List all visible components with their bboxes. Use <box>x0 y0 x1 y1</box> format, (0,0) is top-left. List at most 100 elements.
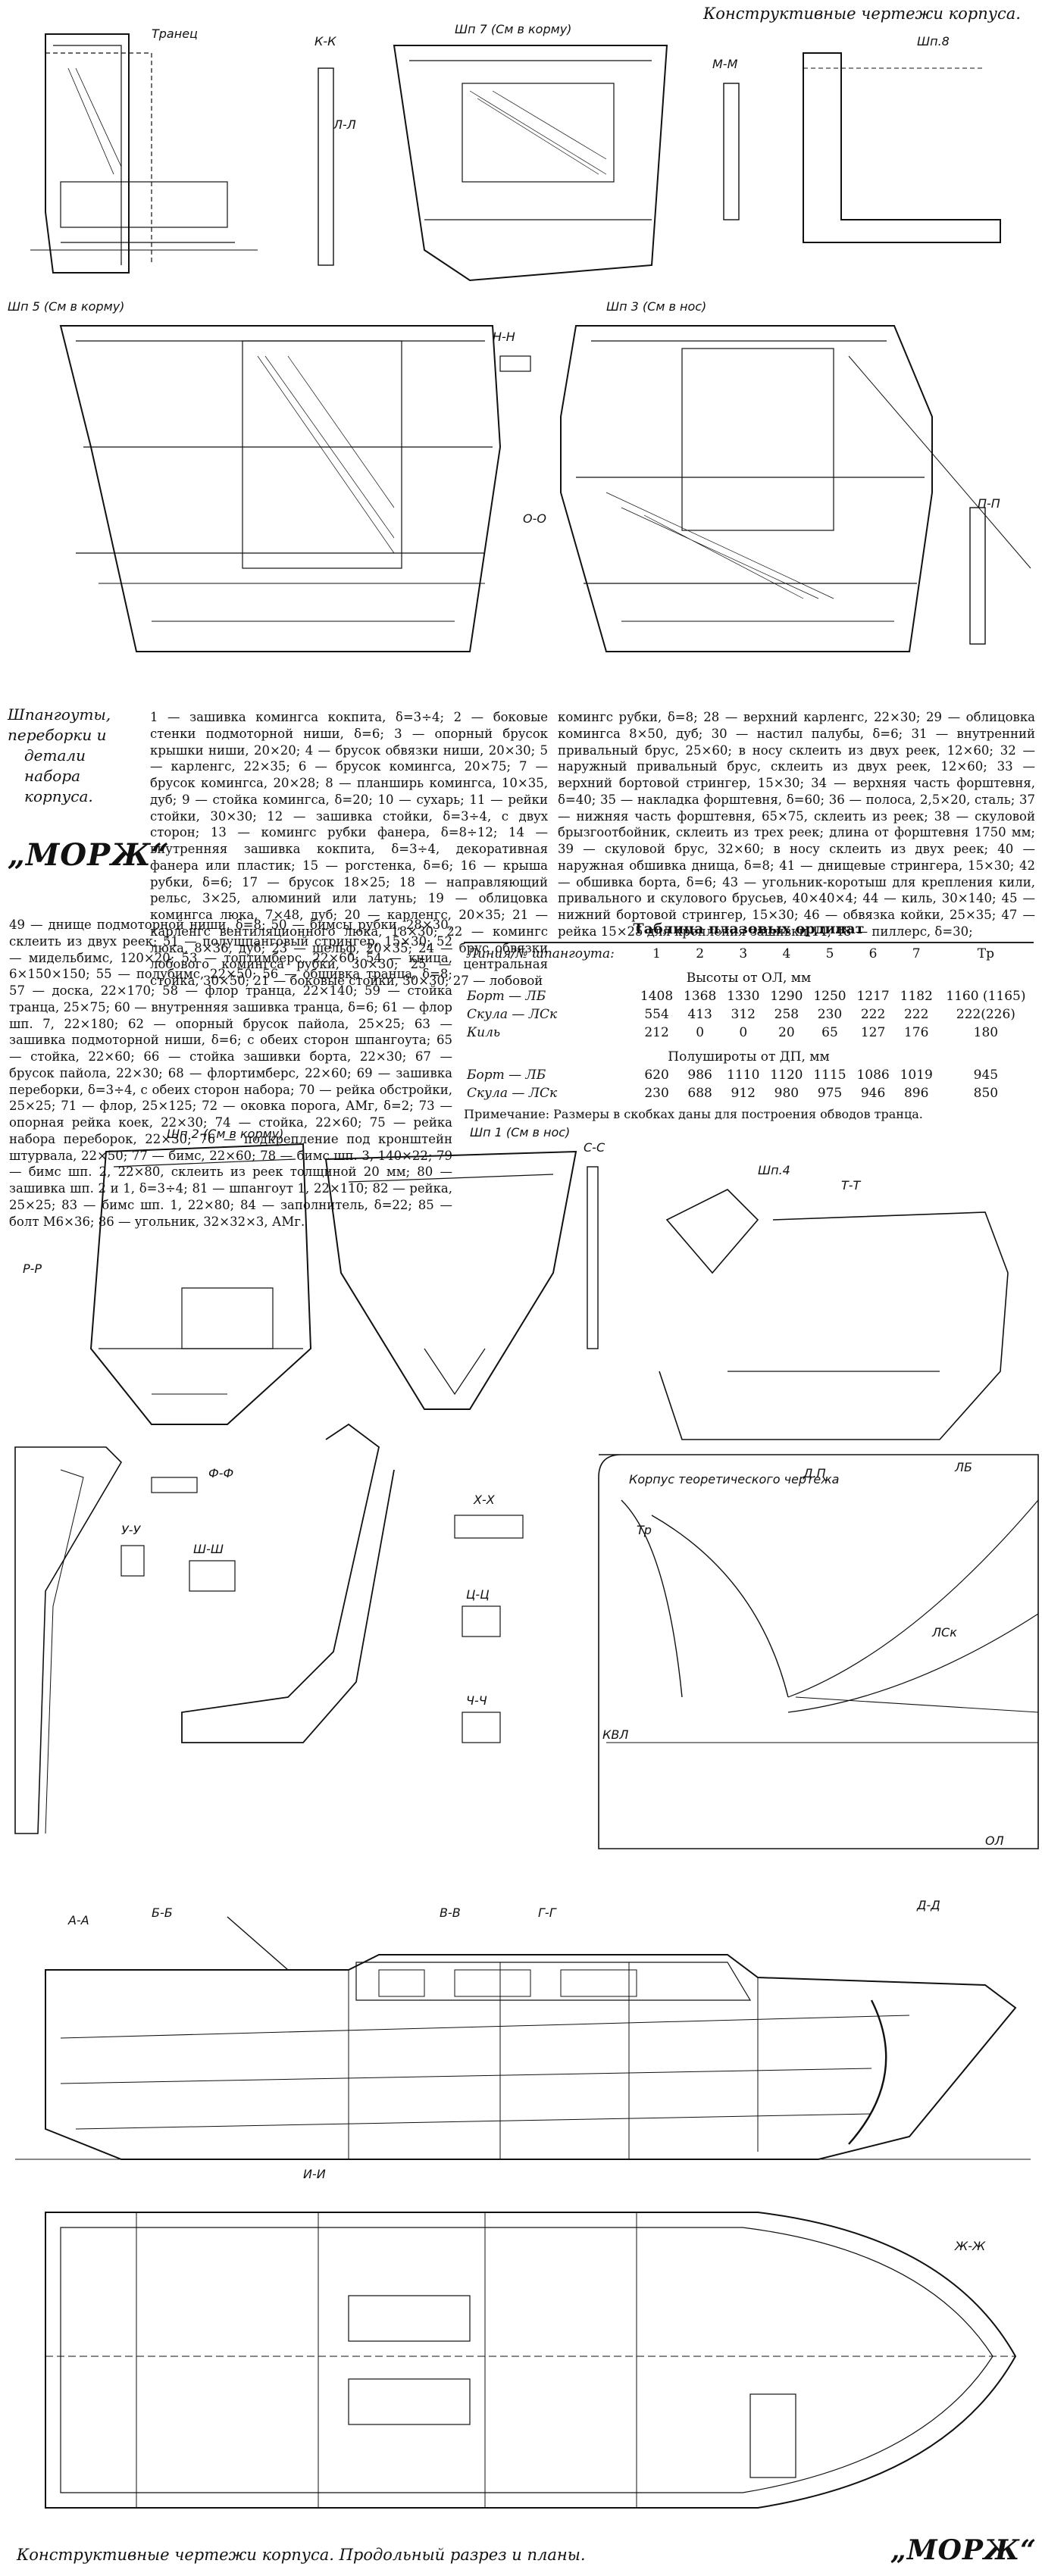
page-header: Конструктивные чертежи корпуса. <box>703 5 1021 23</box>
label-mm: М-М <box>712 57 738 71</box>
label-nn: Н-Н <box>493 330 515 344</box>
cell: 1368 <box>684 989 717 1004</box>
label-tr: Тр <box>637 1523 652 1537</box>
caption-line: корпуса. <box>24 787 93 805</box>
cell: 1250 <box>813 989 846 1004</box>
cell: 127 <box>860 1025 886 1040</box>
cell: 912 <box>731 1086 756 1101</box>
longitudinal-drawing: А-А Б-Б В-В Г-Г Д-Д Ж-Ж И-И <box>0 1887 1042 2546</box>
cell: 212 <box>644 1025 669 1040</box>
plaz-table-block: Таблица плазовых ординат Линия/№ шпангоу… <box>464 921 1034 1121</box>
label-vv: В-В <box>440 1905 461 1920</box>
label-frame4: Шп.4 <box>758 1163 790 1177</box>
cell: 1408 <box>640 989 674 1004</box>
label-frame7: Шп 7 (См в корму) <box>455 23 571 36</box>
label-shsh: Ш-Ш <box>193 1542 224 1556</box>
caption-line: переборки и <box>8 726 107 744</box>
table-row: Борт — ЛБ 1408 1368 1330 1290 1250 1217 … <box>464 987 1034 1005</box>
label-zhzh: Ж-Ж <box>954 2239 986 2253</box>
row-label: Борт — ЛБ <box>467 1068 546 1083</box>
label-gg: Г-Г <box>538 1905 557 1920</box>
frames-drawing: Транец К-К Шп 7 (См в корму) М-М Шп.8 Л-… <box>0 23 1042 682</box>
col-header: 3 <box>739 946 748 961</box>
cell: 222 <box>903 1007 929 1022</box>
plaz-table: Линия/№ шпангоута: 1 2 3 4 5 6 7 Тр Высо… <box>464 945 1034 1102</box>
table-title: Таблица плазовых ординат <box>633 921 865 937</box>
col-header: 1 <box>652 946 661 961</box>
table-rule <box>464 942 1034 943</box>
caption-line: детали <box>24 746 86 764</box>
col-header: Тр <box>977 946 994 961</box>
legend-mid: 49 — днище подмоторной ниши, δ=8; 50 — б… <box>9 918 452 1229</box>
cell: 20 <box>778 1025 795 1040</box>
cell: 1019 <box>900 1068 933 1083</box>
cell: 1330 <box>727 989 760 1004</box>
table-row: Киль 212 0 0 20 65 127 176 180 <box>464 1024 1034 1042</box>
row-label: Скула — ЛСк <box>467 1086 558 1101</box>
label-ii: И-И <box>303 2167 326 2181</box>
frames-svg: Транец К-К Шп 7 (См в корму) М-М Шп.8 Л-… <box>8 23 1031 652</box>
label-ol: ОЛ <box>985 1834 1004 1848</box>
label-frame2: Шп 2 (См в корму) <box>167 1127 283 1141</box>
cell: 1110 <box>727 1068 760 1083</box>
label-frame3: Шп 3 (См в нос) <box>606 299 706 314</box>
cell: 413 <box>687 1007 712 1022</box>
label-uu: У-У <box>121 1523 142 1537</box>
label-xx: Х-Х <box>473 1493 496 1507</box>
table-row: Скула — ЛСк 230 688 912 980 975 946 896 … <box>464 1084 1034 1102</box>
cell: 620 <box>644 1068 669 1083</box>
footer-brand: „МОРЖ“ <box>890 2534 1037 2566</box>
cell: 1290 <box>770 989 803 1004</box>
brand-title: „МОРЖ“ <box>8 837 170 873</box>
cell: 180 <box>973 1025 999 1040</box>
row-label: Киль <box>467 1025 501 1040</box>
cell: 1160 (1165) <box>946 989 1026 1004</box>
cell: 554 <box>644 1007 669 1022</box>
frames-caption: Шпангоуты, переборки и детали набора кор… <box>8 705 140 807</box>
cell: 1120 <box>770 1068 803 1083</box>
footer-caption: Конструктивные чертежи корпуса. Продольн… <box>17 2546 586 2564</box>
col-header: 2 <box>696 946 705 961</box>
label-kk: К-К <box>314 34 336 48</box>
col-header: 4 <box>782 946 791 961</box>
cell: 222(226) <box>956 1007 1015 1022</box>
cell: 258 <box>774 1007 799 1022</box>
longitudinal-svg: А-А Б-Б В-В Г-Г Д-Д Ж-Ж И-И <box>15 1898 1031 2509</box>
section-title-row: Полуширoты от ДП, мм <box>464 1042 1034 1066</box>
label-bb: Б-Б <box>152 1905 173 1920</box>
label-chch: Ч-Ч <box>466 1693 487 1708</box>
table-row: Скула — ЛСк 554 413 312 258 230 222 222 … <box>464 1005 1034 1024</box>
cell: 850 <box>973 1086 999 1101</box>
caption-line: набора <box>24 767 81 785</box>
table-note: Примечание: Размеры в скобках даны для п… <box>464 1107 923 1121</box>
label-aa: А-А <box>67 1913 89 1927</box>
label-pp: П-П <box>978 496 1000 511</box>
label-transom: Транец <box>152 27 198 41</box>
row-label: Борт — ЛБ <box>467 989 546 1004</box>
label-oo: О-О <box>523 511 546 526</box>
cell: 0 <box>696 1025 705 1040</box>
middle-drawing: Шп 2 (См в корму) Шп 1 (См в нос) С-С Шп… <box>0 1121 1042 1879</box>
cell: 945 <box>973 1068 999 1083</box>
cell: 688 <box>687 1086 712 1101</box>
label-ll: Л-Л <box>333 117 356 132</box>
label-theoretical: Корпус теоретического чертежа <box>629 1472 839 1487</box>
label-ff: Ф-Ф <box>208 1466 233 1480</box>
col-header: 5 <box>825 946 834 961</box>
legend-top-col2: комингс рубки, δ=8; 28 — верхний карленг… <box>558 710 1035 939</box>
cell: 176 <box>903 1025 929 1040</box>
cell: 1217 <box>856 989 890 1004</box>
cell: 230 <box>817 1007 843 1022</box>
label-lb: ЛБ <box>954 1460 972 1474</box>
middle-svg: Шп 2 (См в корму) Шп 1 (См в нос) С-С Шп… <box>14 1125 1039 1849</box>
cell: 1115 <box>813 1068 846 1083</box>
label-tt: Т-Т <box>841 1178 862 1193</box>
row-label: Скула — ЛСк <box>467 1007 558 1022</box>
section-title: Полуширoты от ДП, мм <box>668 1049 830 1064</box>
label-tsts: Ц-Ц <box>466 1587 490 1602</box>
label-frame8: Шп.8 <box>917 34 950 48</box>
col-header: 7 <box>912 946 921 961</box>
cell: 65 <box>821 1025 838 1040</box>
cell: 986 <box>687 1068 712 1083</box>
section-title: Высоты от ОЛ, мм <box>686 971 812 986</box>
